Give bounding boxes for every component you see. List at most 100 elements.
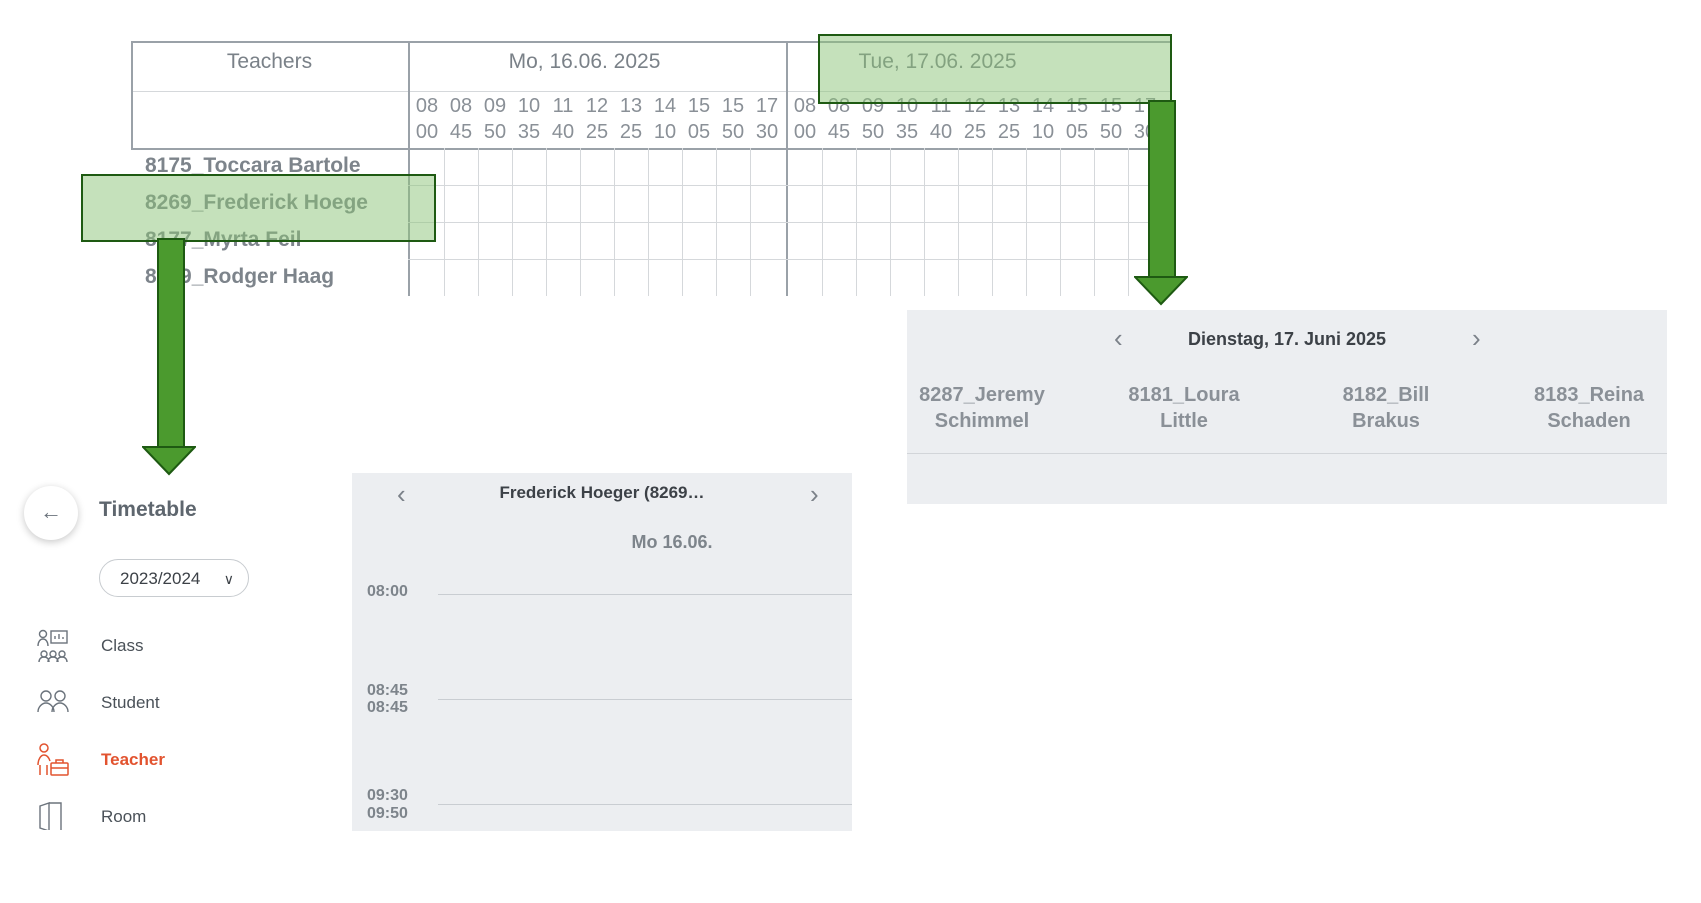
- grid-line: [890, 148, 891, 296]
- time-label: 09:30: [367, 787, 408, 804]
- chevron-right-icon[interactable]: ›: [810, 479, 819, 509]
- teacher-row-label[interactable]: 8179_Rodger Haag: [145, 265, 335, 288]
- highlight-teacher-row: [81, 174, 436, 242]
- chevron-left-icon[interactable]: ‹: [397, 479, 406, 509]
- teacher-name-line: Little: [1160, 410, 1208, 432]
- grid-line: [648, 148, 649, 296]
- divider: [907, 453, 1667, 454]
- tick-minute: 25: [963, 121, 987, 143]
- grid-line: [408, 41, 410, 296]
- sidebar-item-label: Student: [101, 693, 160, 712]
- room-icon: [39, 802, 62, 830]
- tick-hour: 11: [552, 95, 574, 117]
- grid-line: [444, 148, 445, 296]
- tick-minute: 40: [929, 121, 953, 143]
- teacher-column-header[interactable]: 8287_Jeremy Schimmel: [882, 382, 1082, 434]
- tick-minute: 00: [415, 121, 439, 143]
- chevron-down-icon: ∨: [223, 571, 234, 587]
- sidebar-item-label: Teacher: [101, 750, 165, 769]
- grid-line: [614, 148, 615, 296]
- grid-line: [408, 222, 1172, 223]
- grid-line: [786, 41, 788, 296]
- grid-line: [131, 91, 1172, 92]
- teacher-name-line: 8182_Bill: [1342, 384, 1430, 406]
- tick-minute: 50: [861, 121, 885, 143]
- tick-minute: 50: [483, 121, 507, 143]
- grid-line: [408, 185, 1172, 186]
- grid-line: [1060, 148, 1061, 296]
- grid-line: [408, 259, 1172, 260]
- teacher-column-header[interactable]: 8182_Bill Brakus: [1286, 382, 1486, 434]
- grid-line: [512, 148, 513, 296]
- grid-line: [992, 148, 993, 296]
- school-year-select[interactable]: 2023/2024 ∨: [99, 559, 249, 597]
- tick-minute: 35: [517, 121, 541, 143]
- class-icon: [37, 629, 68, 663]
- grid-line: [546, 148, 547, 296]
- grid-line: [131, 148, 1172, 150]
- sidebar-item-label: Room: [101, 807, 147, 826]
- grid-line: [716, 148, 717, 296]
- tick-hour: 13: [619, 95, 643, 117]
- tick-hour: 17: [755, 95, 779, 117]
- time-gridline: [438, 804, 852, 805]
- time-label: 08:00: [367, 583, 408, 600]
- time-label: 08:45: [367, 699, 408, 716]
- arrow-head-icon: [1134, 276, 1188, 306]
- teacher-name-line: 8287_Jeremy: [919, 384, 1045, 406]
- teacher-column-header[interactable]: 8183_Reina Schaden: [1489, 382, 1689, 434]
- tick-minute: 25: [585, 121, 609, 143]
- grid-line: [924, 148, 925, 296]
- grid-line: [131, 41, 1172, 43]
- tick-minute: 10: [1031, 121, 1055, 143]
- day-label: Mo 16.06.: [631, 532, 713, 552]
- teacher-name-line: Schaden: [1547, 410, 1631, 432]
- chevron-right-icon[interactable]: ›: [1472, 323, 1481, 353]
- teacher-row-label[interactable]: 8175_Toccara Bartole: [145, 154, 361, 177]
- teacher-name-line: Brakus: [1352, 410, 1420, 432]
- day-view-panel: ‹ Dienstag, 17. Juni 2025 › 8287_Jeremy …: [907, 310, 1667, 504]
- tick-hour: 14: [653, 95, 677, 117]
- grid-line: [131, 41, 133, 150]
- teacher-name-line: 8183_Reina: [1533, 384, 1645, 406]
- student-icon: [37, 690, 69, 713]
- tick-minute: 05: [1065, 121, 1089, 143]
- tick-minute: 40: [551, 121, 575, 143]
- day-view-date-title: Dienstag, 17. Juni 2025: [1187, 329, 1387, 349]
- grid-line: [958, 148, 959, 296]
- chevron-left-icon[interactable]: ‹: [1114, 323, 1123, 353]
- tick-hour: 09: [483, 95, 507, 117]
- day-header-monday[interactable]: Mo, 16.06. 2025: [508, 50, 661, 73]
- tick-minute: 00: [793, 121, 817, 143]
- teacher-timetable-title: Frederick Hoeger (8269…: [499, 483, 705, 502]
- grid-line: [1026, 148, 1027, 296]
- grid-line: [682, 148, 683, 296]
- teacher-name-line: Schimmel: [934, 410, 1030, 432]
- teachers-column-header: Teachers: [226, 50, 313, 73]
- teacher-icon: [37, 743, 69, 776]
- back-button[interactable]: ←: [24, 486, 78, 540]
- teacher-name-line: 8181_Loura: [1128, 384, 1240, 406]
- tick-hour: 12: [585, 95, 609, 117]
- teacher-column-header[interactable]: 8181_Loura Little: [1084, 382, 1284, 434]
- tick-minute: 05: [687, 121, 711, 143]
- time-gridline: [438, 699, 852, 700]
- tick-hour: 08: [793, 95, 817, 117]
- tick-minute: 35: [895, 121, 919, 143]
- tick-minute: 50: [1099, 121, 1123, 143]
- arrow-to-sidebar: [157, 238, 185, 452]
- tick-minute: 45: [827, 121, 851, 143]
- sidebar-item-label: Class: [101, 636, 144, 655]
- time-label: 08:45: [367, 682, 408, 699]
- tick-minute: 25: [997, 121, 1021, 143]
